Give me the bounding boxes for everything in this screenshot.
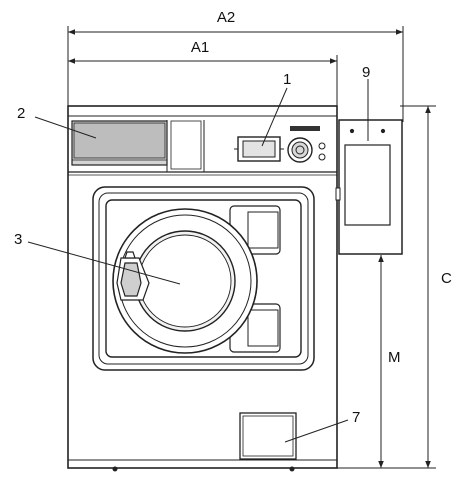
detergent-drawer bbox=[71, 120, 168, 166]
callout-9-label: 9 bbox=[362, 64, 370, 81]
service-panel bbox=[239, 412, 297, 460]
door-porthole bbox=[112, 208, 258, 354]
callout-2-label: 2 bbox=[17, 105, 25, 122]
dimension-lines bbox=[67, 26, 436, 469]
door-frame bbox=[92, 186, 315, 371]
callout-3-label: 3 bbox=[14, 231, 22, 248]
payment-unit bbox=[335, 119, 403, 255]
control-panel bbox=[166, 120, 205, 172]
dimension-c-label: C bbox=[441, 270, 452, 287]
program-knob bbox=[287, 126, 326, 163]
dimension-m-label: M bbox=[388, 349, 401, 366]
dimension-a2-label: A2 bbox=[217, 9, 235, 26]
callout-leaders bbox=[27, 79, 369, 443]
callout-7-label: 7 bbox=[352, 409, 360, 426]
callout-1-label: 1 bbox=[283, 71, 291, 88]
display-panel bbox=[234, 136, 284, 162]
dimension-a1-label: A1 bbox=[191, 39, 209, 56]
